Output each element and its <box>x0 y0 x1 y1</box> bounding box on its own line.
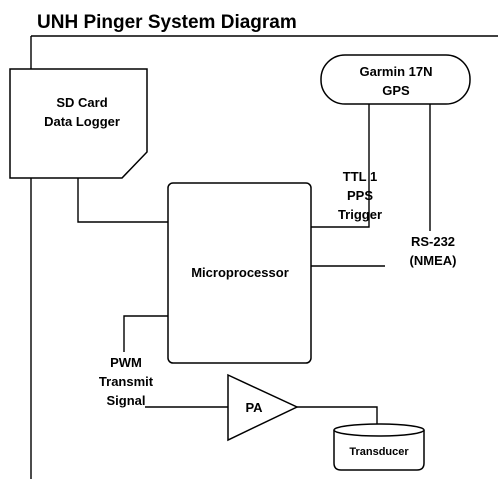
sd-card-node: SD Card Data Logger <box>9 68 148 179</box>
sd-card-label-line2: Data Logger <box>44 114 120 129</box>
connections <box>77 103 431 424</box>
transducer-node: Transducer <box>333 423 425 471</box>
pwm-line <box>123 315 168 352</box>
ttl-label-line2: PPS <box>347 188 373 203</box>
rs232-label-line1: RS-232 <box>411 234 455 249</box>
diagram-title: UNH Pinger System Diagram <box>37 12 297 33</box>
pwm-label: PWM Transmit Signal <box>99 355 154 408</box>
ttl-pps-label: TTL 1 PPS Trigger <box>338 169 382 222</box>
gps-label-line2: GPS <box>382 83 410 98</box>
gps-shape <box>320 54 471 105</box>
pwm-label-line1: PWM <box>110 355 142 370</box>
rs232-label: RS-232 (NMEA) <box>410 234 457 268</box>
ttl-label-line1: TTL 1 <box>343 169 377 184</box>
sd-card-shape <box>9 68 148 179</box>
ttl-label-line3: Trigger <box>338 207 382 222</box>
pa-triangle-shape <box>227 373 299 442</box>
pwm-label-line2: Transmit <box>99 374 154 389</box>
microprocessor-node: Microprocessor <box>167 182 312 364</box>
transducer-body <box>333 430 425 471</box>
rs232-label-line2: (NMEA) <box>410 253 457 268</box>
transducer-top <box>333 423 425 437</box>
pwm-label-line3: Signal <box>106 393 145 408</box>
pps-trigger-line <box>311 103 370 228</box>
pa-label: PA <box>245 400 263 415</box>
sd-card-to-microprocessor-line <box>77 178 168 223</box>
pa-to-transducer-line <box>297 406 378 424</box>
pa-node: PA <box>227 373 299 442</box>
microprocessor-label: Microprocessor <box>191 265 289 280</box>
gps-node: Garmin 17N GPS <box>320 54 471 105</box>
microprocessor-shape <box>167 182 312 364</box>
gps-label-line1: Garmin 17N <box>360 64 433 79</box>
transducer-label: Transducer <box>349 446 409 458</box>
sd-card-label-line1: SD Card <box>56 95 107 110</box>
